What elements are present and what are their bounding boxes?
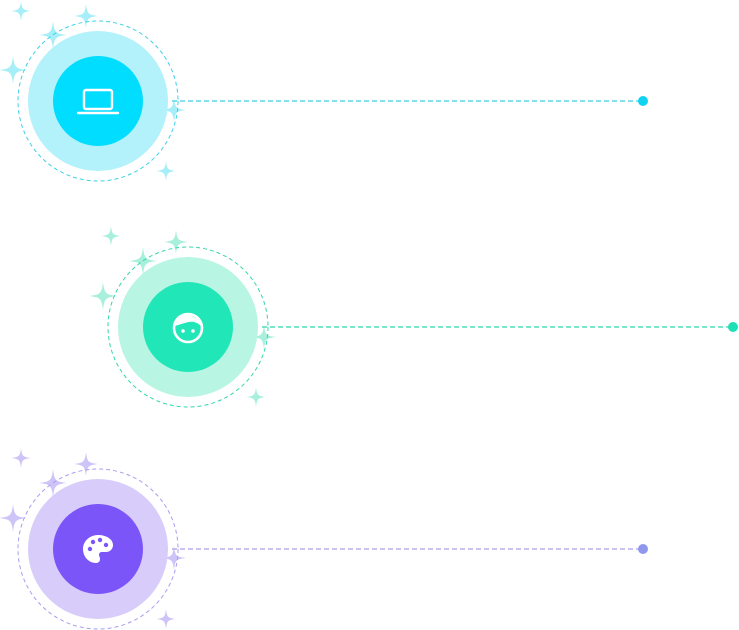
timeline-item-laptop — [0, 1, 648, 182]
face-icon — [172, 312, 204, 344]
timeline-item-palette — [0, 448, 648, 630]
timeline-item-face — [89, 226, 738, 408]
dashed-ring-palette — [17, 468, 179, 630]
core-circle-laptop — [53, 56, 143, 146]
dashed-ring-laptop — [17, 20, 179, 182]
dashed-ring-face — [107, 246, 269, 408]
laptop-icon — [76, 88, 120, 115]
end-dot-face — [728, 322, 738, 332]
core-circle-face — [143, 282, 233, 372]
end-dot-palette — [638, 544, 648, 554]
palette-icon — [83, 535, 113, 563]
end-dot-laptop — [638, 96, 648, 106]
